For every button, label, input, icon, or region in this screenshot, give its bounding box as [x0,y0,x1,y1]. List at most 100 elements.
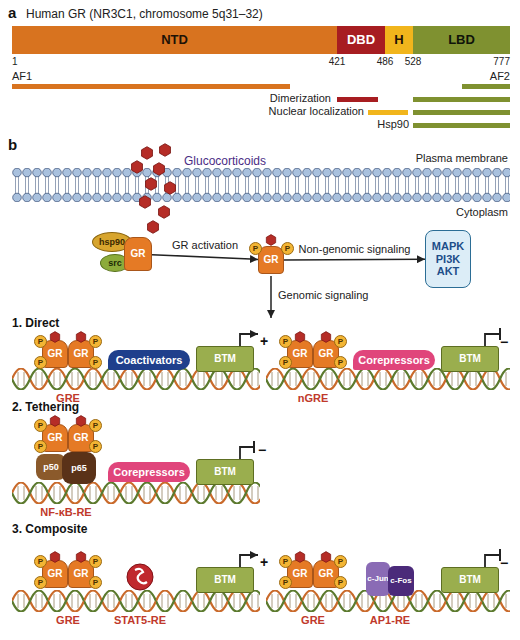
label-text: nGRE [298,392,329,405]
label-text: 3. Composite [12,522,87,536]
label-text: 1. Direct [12,316,59,330]
node-text: DBD [347,33,375,48]
label-text: AF1 [12,70,32,83]
repression-bar [240,447,254,459]
gr-protein: GR [124,237,152,271]
node-text: P [283,358,288,367]
label-text: Dimerization [270,92,331,105]
label-text: 1 [12,56,18,68]
node-text: BTM [214,574,236,586]
edge-label: GR activation [172,238,238,251]
node-text: GR [131,248,146,260]
node-text: P [38,442,43,451]
node-text: p65 [71,463,87,473]
label-text: Cytoplasm [456,206,508,219]
phosphate-circle: P [34,335,47,348]
node-text: GR [74,348,89,360]
phosphate-circle: P [34,576,47,589]
node-text: GR [74,432,89,444]
label-text: NF-κB-RE [40,506,91,519]
node-text: P [93,578,98,587]
node-text: P [338,358,343,367]
node-text: P [93,442,98,451]
phosphate-circle: P [89,555,102,568]
dimerization-bar [337,97,378,102]
btm-box: BTM [441,567,499,593]
node-text: P [338,337,343,346]
phosphate-circle: P [281,242,294,255]
phosphate-circle: P [279,335,292,348]
signal-arrow [152,255,258,260]
phosphate-circle: P [249,242,262,255]
label-text: 486 [377,56,394,68]
node-text: P [338,578,343,587]
signal-arrow [284,258,425,260]
node-text: MAPK PI3K AKT [428,240,468,278]
node-text: P [338,557,343,566]
nfkb-subunit: p65 [62,452,96,484]
node-text: P [38,358,43,367]
phosphate-circle: P [334,576,347,589]
node-text: P [283,557,288,566]
hsp90-bar [413,123,510,128]
af1-bar [12,84,290,89]
btm-box: BTM [196,459,254,485]
glucocorticoid [165,182,176,195]
node-text: P [283,578,288,587]
node-text: GR [74,568,89,580]
phosphate-circle: P [279,576,292,589]
node-text: P [38,557,43,566]
glucocorticoid [132,161,143,174]
domain-band: DBD [337,26,385,54]
coactivator-box: Coactivators [108,350,190,370]
gr-protein: GR [258,246,284,274]
phosphate-circle: P [89,335,102,348]
repression-bar [485,334,500,346]
stat5-symbol [135,569,147,583]
node-text: BTM [214,353,236,365]
dna-helix [12,590,260,612]
node-text: src [108,258,122,268]
activation-arrow [240,334,258,346]
repression-bar [253,441,255,453]
label-text: − [258,442,266,459]
glucocorticoid [148,221,159,234]
domain-band: LBD [413,26,510,54]
glucocorticoid [160,144,171,157]
label-text: GRE [301,614,325,627]
ap1-subunit: c-Jun [366,562,390,596]
node-text: hsp90 [99,237,125,247]
label-text: 528 [405,56,422,68]
label-text: + [260,333,268,350]
phosphate-circle: P [34,440,47,453]
dna-helix [12,482,260,504]
label-text: Nuclear localization [269,105,364,118]
domain-band: H [385,26,413,54]
label-text: Human GR (NR3C1, chromosome 5q31–32) [26,7,263,21]
stat5-symbol [127,564,153,590]
node-text: GR [48,568,63,580]
activation-arrow [240,555,258,567]
btm-box: BTM [441,346,499,372]
node-text: GR [293,568,308,580]
label-text: Genomic signaling [278,289,369,302]
plasma-membrane [12,168,510,202]
label-text: GRE [56,614,80,627]
phosphate-circle: P [89,440,102,453]
node-text: P [38,578,43,587]
node-text: Corepressors [113,466,185,479]
af2-bar [462,84,510,89]
glucocorticoid [146,178,157,191]
node-text: GR [48,432,63,444]
phosphate-circle: P [334,555,347,568]
node-text: GR [319,348,334,360]
label-text: AP1-RE [370,614,410,627]
node-text: P [93,557,98,566]
bound-ligand [266,235,275,246]
node-text: GR [319,568,334,580]
node-text: LBD [448,33,475,48]
